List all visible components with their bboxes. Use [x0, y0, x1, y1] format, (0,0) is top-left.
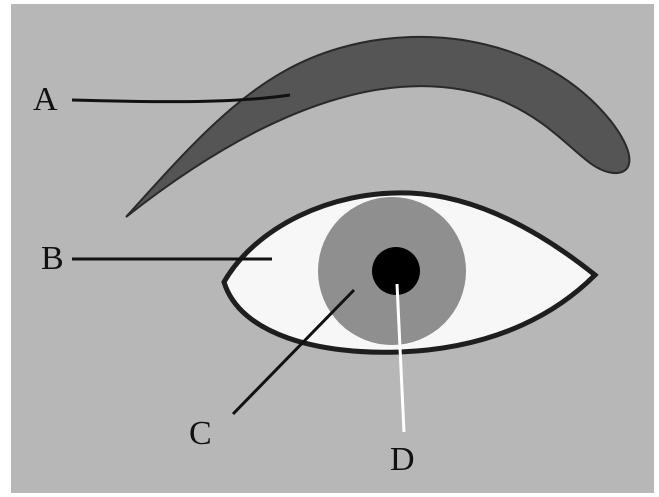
- label-b: B: [41, 242, 64, 276]
- label-d: D: [390, 443, 415, 477]
- eyebrow: [126, 37, 629, 217]
- label-a: A: [33, 83, 58, 117]
- label-c: C: [189, 417, 212, 451]
